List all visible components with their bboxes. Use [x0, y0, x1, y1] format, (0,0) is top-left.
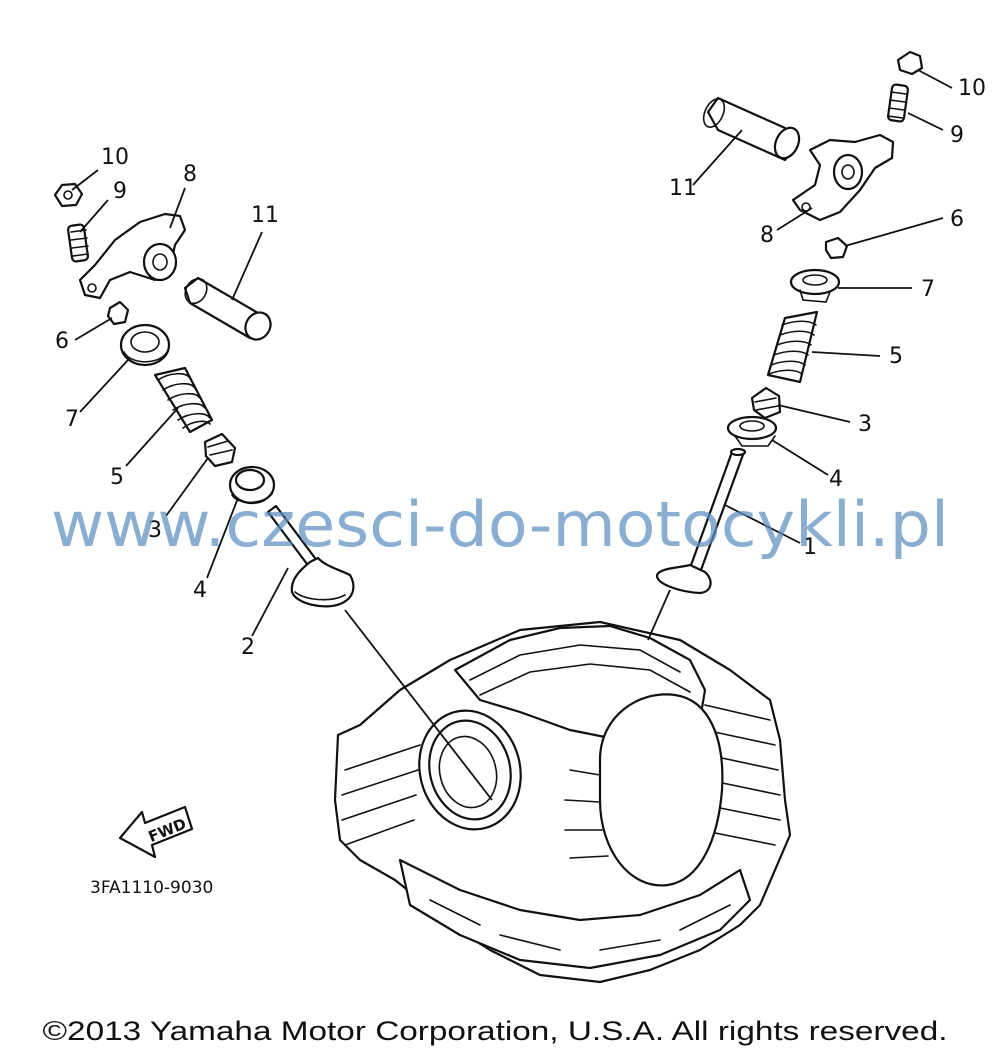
callout-right-8: 8: [760, 223, 774, 248]
callout-left-2: 2: [241, 635, 255, 660]
cylinder-head: [333, 620, 792, 984]
callout-right-9: 9: [950, 123, 964, 148]
part-code: 3FA1110-9030: [90, 878, 213, 898]
left-spring-seat-part: [228, 465, 276, 505]
right-spring-retainer-part: [789, 268, 841, 303]
left-valve-assembly: [53, 182, 355, 608]
callout-right-7: 7: [921, 277, 935, 302]
callout-left-6: 6: [55, 329, 69, 354]
right-valve-assembly: [655, 50, 924, 595]
callout-left-11: 11: [251, 203, 279, 228]
right-locknut-part: [896, 50, 924, 76]
callout-left-5: 5: [110, 465, 124, 490]
callout-left-7: 7: [65, 407, 79, 432]
left-valve-cotter-part: [106, 300, 130, 326]
left-valve-spring-part: [153, 366, 214, 434]
callout-left-4: 4: [193, 578, 207, 603]
right-stem-seal-part: [750, 386, 782, 420]
callout-labels: 10 9 8 11 6 7 5 3 4 2 10 9 11 8 6 7 5 3 …: [55, 76, 986, 660]
copyright-notice: ©2013 Yamaha Motor Corporation, U.S.A. A…: [43, 1016, 948, 1046]
right-adjuster-part: [886, 83, 910, 123]
left-locknut-part: [53, 182, 84, 208]
callout-left-8: 8: [183, 162, 197, 187]
right-intake-valve-part: [655, 447, 747, 595]
callout-right-11: 11: [669, 176, 697, 201]
callout-right-4: 4: [829, 467, 843, 492]
valve-axis-line-left: [344, 609, 493, 801]
leader-lines: [71, 69, 953, 637]
callout-right-10: 10: [958, 76, 986, 101]
callout-right-5: 5: [889, 344, 903, 369]
callout-left-3: 3: [148, 518, 162, 543]
left-rocker-arm-part: [78, 212, 187, 300]
left-adjuster-part: [66, 223, 90, 263]
callout-right-3: 3: [858, 412, 872, 437]
left-rocker-shaft-part: [183, 276, 272, 341]
right-valve-cotter-part: [824, 236, 849, 260]
forward-direction-arrow: FWD: [118, 805, 194, 859]
left-spring-retainer-part: [119, 323, 171, 367]
left-exhaust-valve-part: [266, 504, 355, 608]
valve-axis-line-right: [647, 589, 671, 641]
watermark-url: www.czesci-do-motocykli.pl: [51, 488, 949, 561]
right-spring-seat-part: [726, 415, 778, 447]
right-rocker-shaft-part: [702, 96, 801, 162]
callout-right-1: 1: [803, 535, 817, 560]
callout-left-10: 10: [101, 145, 129, 170]
callout-right-6: 6: [950, 207, 964, 232]
right-rocker-arm-part: [791, 133, 895, 222]
right-valve-spring-part: [766, 310, 819, 384]
callout-left-9: 9: [113, 179, 127, 204]
left-stem-seal-part: [203, 432, 237, 468]
